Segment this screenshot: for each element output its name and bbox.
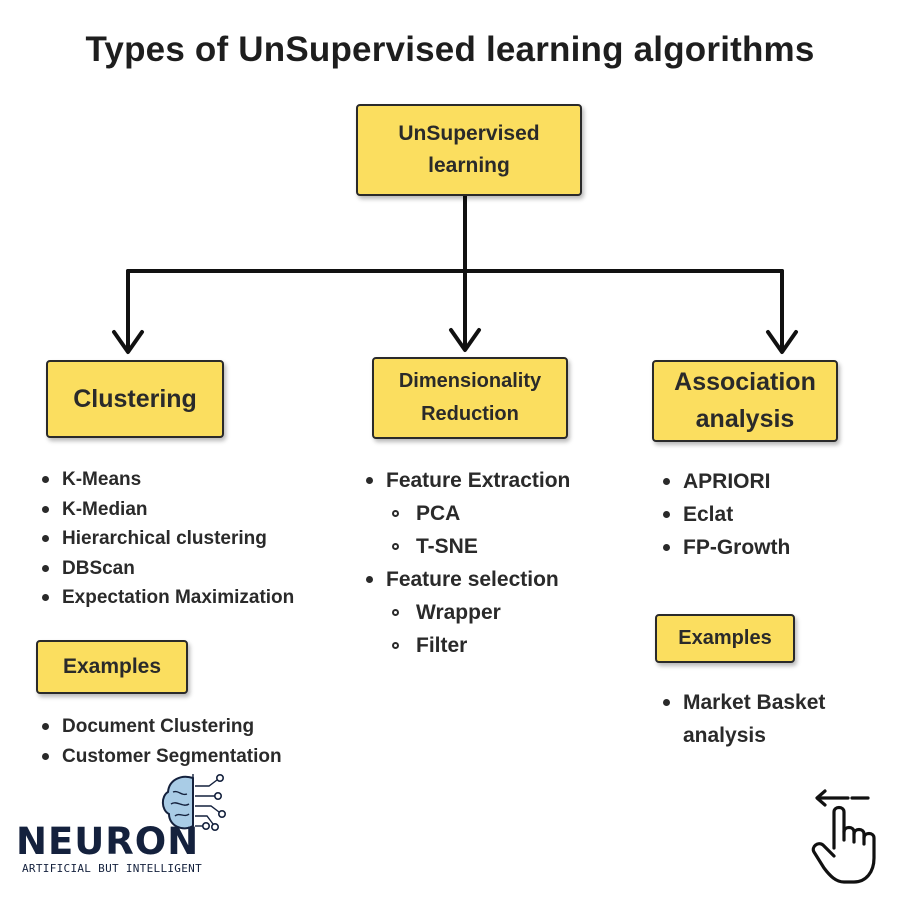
dimensionality-label-line1: Dimensionality <box>398 370 542 392</box>
clustering-label: Clustering <box>73 384 197 413</box>
arrowhead-association <box>766 330 798 354</box>
list-item: FP-Growth <box>657 531 790 564</box>
clustering-algorithm-list: K-Means K-Median Hierarchical clustering… <box>36 465 294 613</box>
root-label-line1: UnSupervised <box>398 122 540 145</box>
clustering-examples-label: Examples <box>62 655 162 678</box>
association-label-line2: analysis <box>695 405 795 433</box>
logo-wordmark: NEURON <box>16 820 200 863</box>
list-item: T-SNE <box>360 530 570 563</box>
list-item: Wrapper <box>360 596 570 629</box>
association-examples-list: Market Basket analysis <box>657 686 825 752</box>
association-examples-label: Examples <box>678 627 772 649</box>
root-node: UnSupervised learning <box>356 104 582 196</box>
brain-circuit-icon <box>161 774 226 838</box>
root-label-line2: learning <box>428 154 510 177</box>
dimensionality-label-line2: Reduction <box>421 403 519 425</box>
swipe-hand-icon <box>811 789 876 884</box>
list-item: DBScan <box>36 554 294 584</box>
list-item: APRIORI <box>657 465 790 498</box>
list-item: Hierarchical clustering <box>36 524 294 554</box>
list-item: Filter <box>360 629 570 662</box>
dimensionality-reduction-node: Dimensionality Reduction <box>372 357 568 439</box>
list-item: K-Means <box>36 465 294 495</box>
association-example-line1: Market Basket <box>683 691 826 714</box>
arrowhead-clustering <box>112 330 144 354</box>
association-analysis-node: Association analysis <box>652 360 838 442</box>
association-examples-node: Examples <box>655 614 795 663</box>
arrowhead-dimensionality <box>449 328 481 352</box>
clustering-examples-list: Document Clustering Customer Segmentatio… <box>36 712 282 771</box>
association-example-line2: analysis <box>683 724 766 747</box>
logo-tagline: ARTIFICIAL BUT INTELLIGENT <box>22 862 202 875</box>
list-item: Eclat <box>657 498 790 531</box>
dimensionality-reduction-list: Feature Extraction PCA T-SNE Feature sel… <box>360 464 570 662</box>
list-item: K-Median <box>36 495 294 525</box>
list-item: Market Basket analysis <box>657 686 825 752</box>
diagram-title: Types of UnSupervised learning algorithm… <box>85 30 815 69</box>
association-algorithm-list: APRIORI Eclat FP-Growth <box>657 465 790 564</box>
list-item: Feature Extraction <box>360 464 570 497</box>
list-item: Customer Segmentation <box>36 742 282 772</box>
list-item: Document Clustering <box>36 712 282 742</box>
association-label-line1: Association <box>674 368 816 396</box>
clustering-examples-node: Examples <box>36 640 188 694</box>
neuron-logo: NEURON ARTIFICIAL BUT INTELLIGENT <box>14 770 254 885</box>
list-item: Feature selection <box>360 563 570 596</box>
list-item: Expectation Maximization <box>36 583 294 613</box>
clustering-node: Clustering <box>46 360 224 438</box>
list-item: PCA <box>360 497 570 530</box>
